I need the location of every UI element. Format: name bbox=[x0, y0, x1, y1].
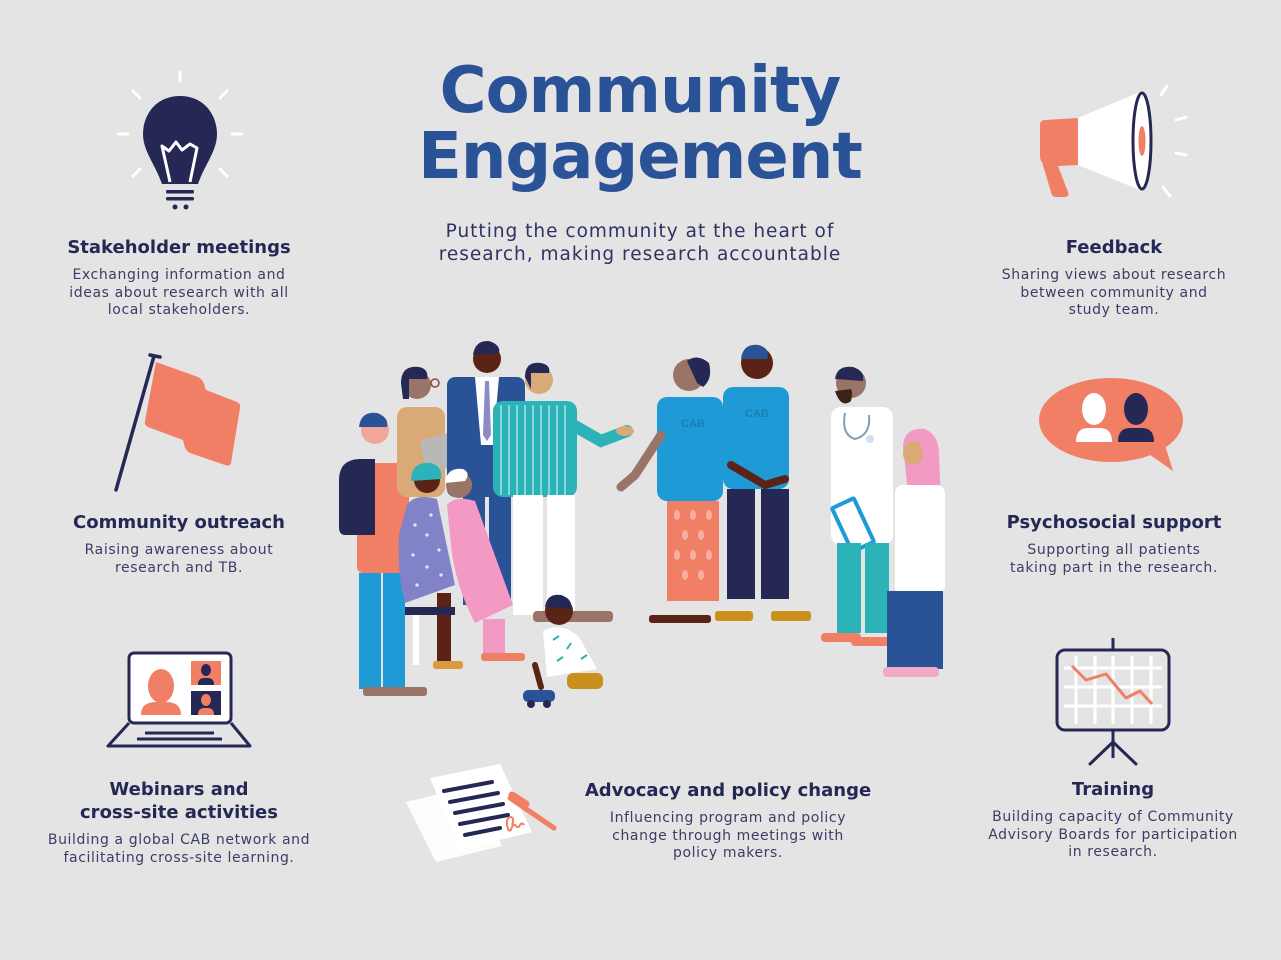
card-description: Building a global CAB network and facili… bbox=[47, 832, 311, 866]
card-community-outreach: Community outreach Raising awareness abo… bbox=[30, 511, 328, 577]
megaphone-icon bbox=[1030, 80, 1190, 210]
page-title: Community Engagement bbox=[390, 58, 890, 190]
card-description: Building capacity of Community Advisory … bbox=[988, 809, 1238, 860]
card-title: Feedback bbox=[1065, 237, 1163, 258]
card-feedback: Feedback Sharing views about research be… bbox=[980, 236, 1248, 320]
speech-bubble-people-icon bbox=[1038, 376, 1188, 476]
title-line-2: Engagement bbox=[418, 120, 863, 194]
person-woman-hijab bbox=[883, 428, 945, 677]
person-man-striped-shirt bbox=[493, 362, 634, 622]
card-title: Stakeholder meetings bbox=[67, 237, 291, 258]
lightbulb-icon bbox=[110, 66, 250, 216]
card-psychosocial-support: Psychosocial support Supporting all pati… bbox=[980, 511, 1248, 577]
person-elderly-woman-pink bbox=[445, 468, 525, 661]
card-stakeholder-meetings: Stakeholder meetings Exchanging informat… bbox=[30, 236, 328, 320]
card-description: Exchanging information and ideas about r… bbox=[69, 267, 289, 318]
card-description: Supporting all patients taking part in t… bbox=[1010, 542, 1218, 576]
shirt-label: CAB bbox=[745, 408, 769, 420]
card-webinars: Webinars and cross-site activities Build… bbox=[30, 778, 328, 867]
card-title: Community outreach bbox=[73, 512, 285, 533]
card-title: Webinars and cross-site activities bbox=[80, 779, 278, 823]
card-description: Influencing program and policy change th… bbox=[609, 810, 847, 861]
presentation-board-chart-icon bbox=[1052, 636, 1174, 770]
card-training: Training Building capacity of Community … bbox=[970, 778, 1256, 862]
card-advocacy: Advocacy and policy change Influencing p… bbox=[570, 779, 886, 863]
community-group-illustration: CAB CAB bbox=[335, 335, 955, 715]
person-backpack-boy bbox=[339, 412, 427, 696]
card-title: Psychosocial support bbox=[1006, 512, 1222, 533]
card-description: Raising awareness about research and TB. bbox=[84, 542, 274, 576]
person-child-toy-car bbox=[523, 594, 603, 708]
shirt-label: CAB bbox=[681, 418, 705, 430]
person-doctor bbox=[821, 366, 893, 646]
page-subtitle: Putting the community at the heart of re… bbox=[390, 220, 890, 266]
title-line-1: Community bbox=[439, 54, 842, 128]
person-woman-cab-shirt: CAB bbox=[616, 357, 723, 623]
laptop-video-call-icon bbox=[104, 650, 254, 752]
flag-icon bbox=[110, 350, 250, 500]
subtitle-line-2: research, making research accountable bbox=[438, 244, 842, 265]
signed-document-icon bbox=[402, 760, 567, 865]
person-man-cab-shirt: CAB bbox=[715, 344, 811, 621]
card-title: Advocacy and policy change bbox=[584, 780, 872, 801]
card-description: Sharing views about research between com… bbox=[1001, 267, 1227, 318]
subtitle-line-1: Putting the community at the heart of bbox=[445, 221, 835, 242]
card-title: Training bbox=[1071, 779, 1155, 800]
